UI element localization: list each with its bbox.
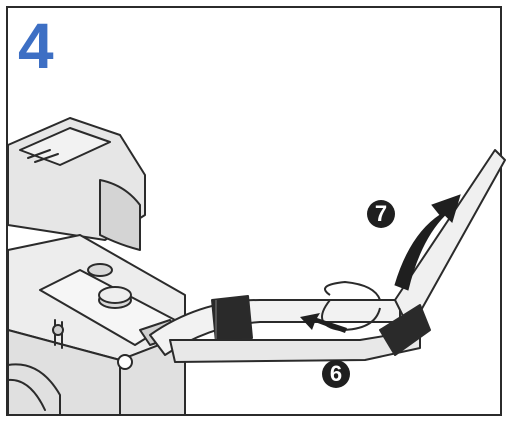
curved-arrow xyxy=(394,194,461,291)
callout-7: 7 xyxy=(367,200,395,228)
callout-6: 6 xyxy=(322,360,350,388)
small-arrow xyxy=(300,313,347,333)
camera-body xyxy=(7,117,186,416)
strap-loop xyxy=(379,304,431,356)
strap-keeper xyxy=(211,295,253,343)
neck-strap xyxy=(149,149,506,363)
step-number: 4 xyxy=(18,10,54,82)
